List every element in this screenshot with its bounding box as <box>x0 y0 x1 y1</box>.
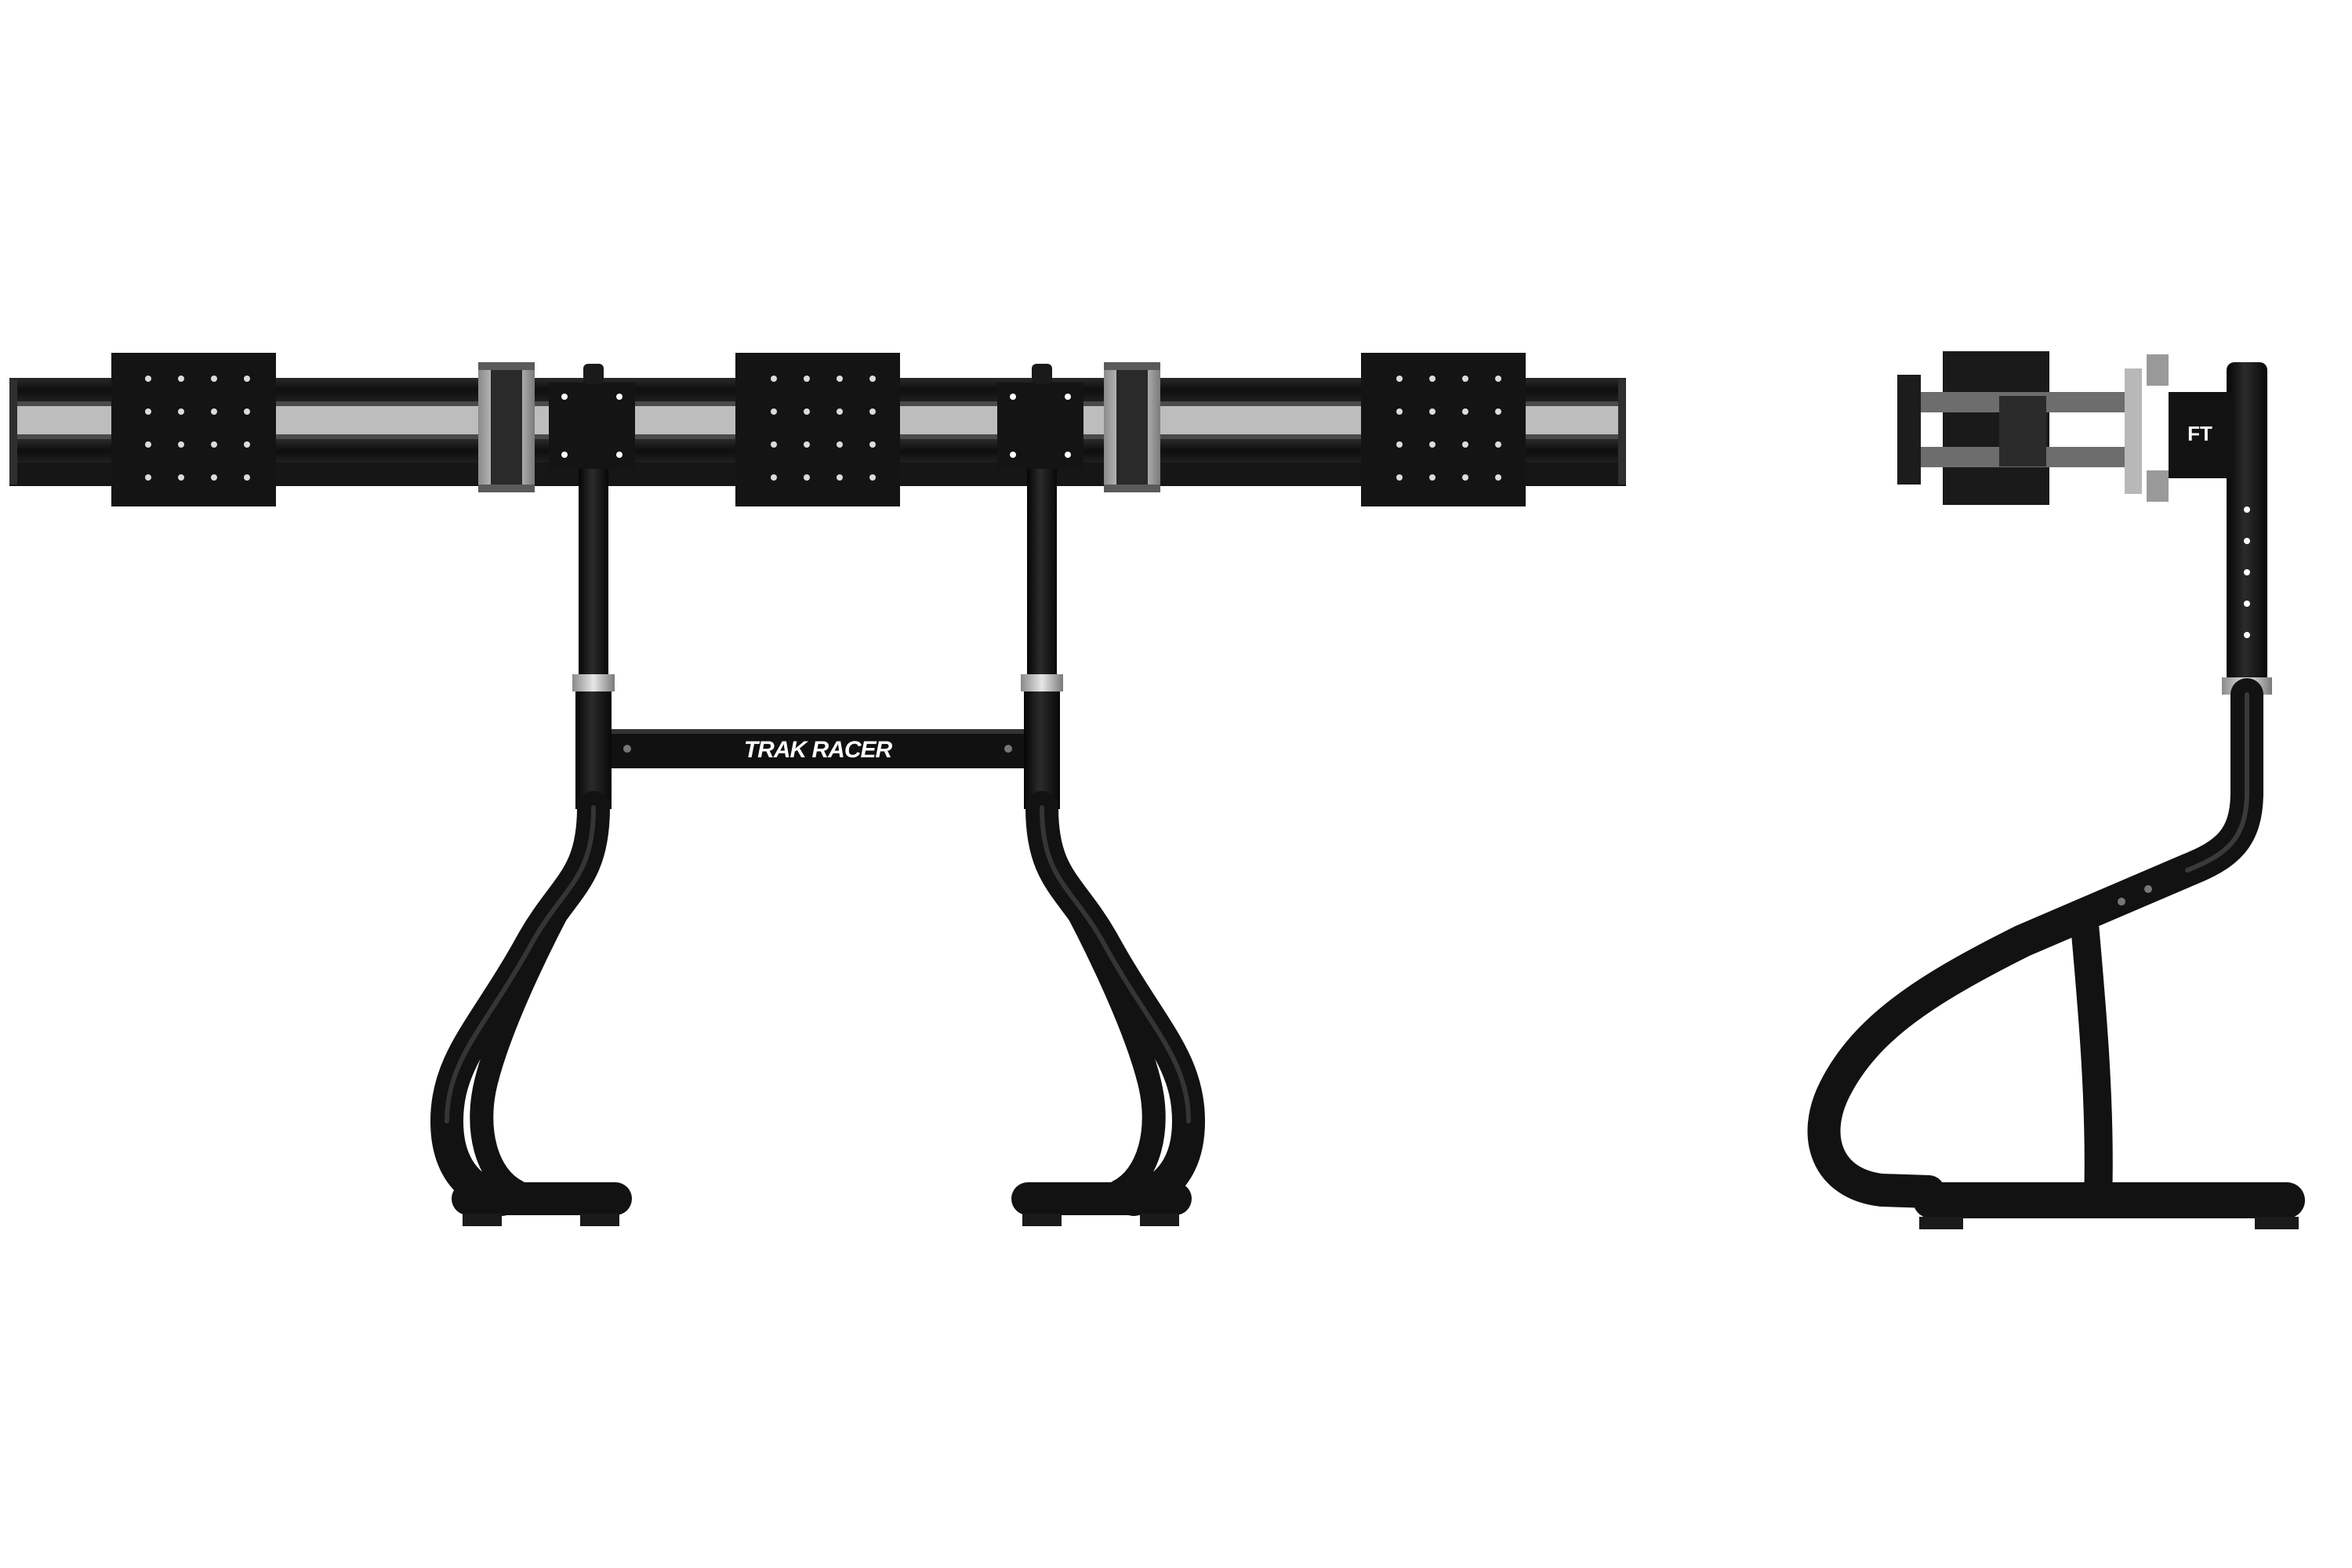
side-logo-text: FT <box>2187 422 2212 445</box>
foot-right <box>1011 1182 1192 1226</box>
side-base-foot <box>1913 1182 2305 1229</box>
leg-right <box>1025 791 1206 1216</box>
upright-tube-left <box>579 469 608 681</box>
side-upright-post: FT <box>2169 362 2267 684</box>
upright-tube-right <box>1027 469 1057 681</box>
rail-clamp-left <box>478 362 535 492</box>
foot-left <box>452 1182 632 1226</box>
crossbar-brand-label: TRAK RACER <box>744 737 893 763</box>
upright-bracket-right <box>997 364 1083 469</box>
vesa-plate-left <box>111 353 276 506</box>
collar-right <box>1021 674 1063 691</box>
front-view-stand: TRAK RACER <box>9 353 1626 1226</box>
collar-left <box>572 674 615 691</box>
leg-left <box>430 791 610 1216</box>
side-monitor-arm <box>1897 351 2169 505</box>
upright-bracket-left <box>549 364 635 469</box>
crossbar: TRAK RACER <box>612 729 1024 768</box>
vesa-plate-right <box>1361 353 1526 506</box>
side-lower-frame <box>1807 678 2263 1214</box>
side-view-stand: FT <box>1807 351 2305 1229</box>
vesa-plate-center <box>735 353 900 506</box>
rail-clamp-right <box>1104 362 1160 492</box>
